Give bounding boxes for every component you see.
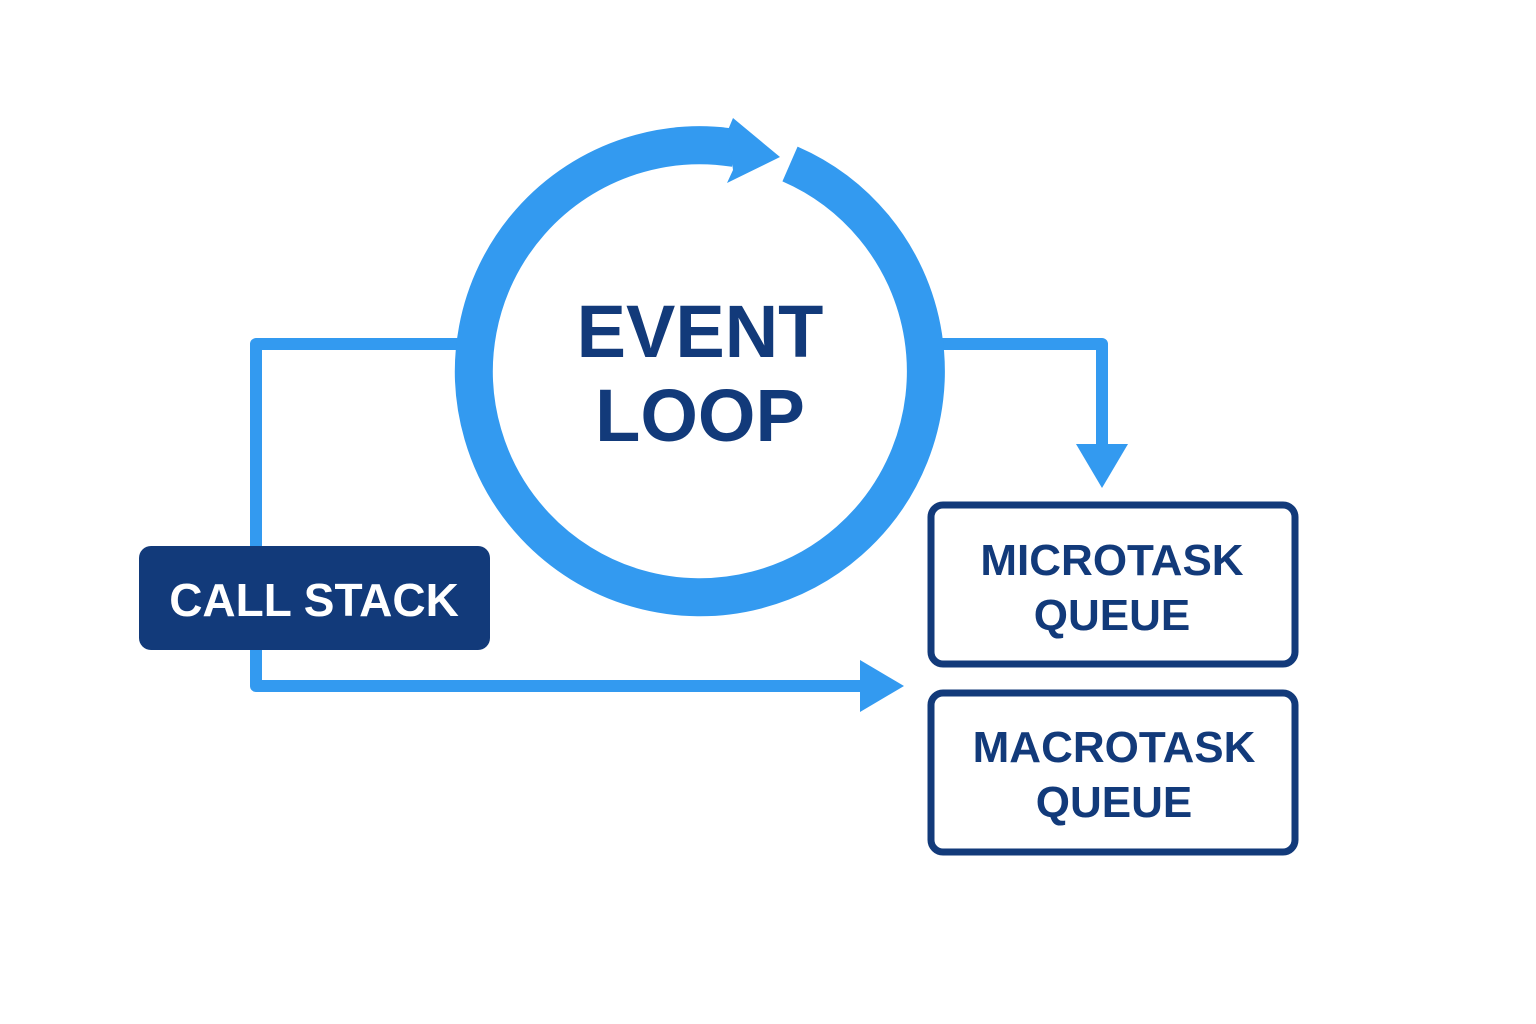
microtask-queue-label-line2: QUEUE [1034, 591, 1190, 640]
microtask-queue-label-line1: MICROTASK [980, 536, 1243, 585]
event-loop-label-line1: EVENT [577, 290, 824, 373]
microtask-queue-node: MICROTASK QUEUE [927, 501, 1299, 668]
arrow-head-right-icon [860, 660, 904, 712]
microtask-queue-box [927, 501, 1299, 668]
loop-arrow-head-icon [727, 118, 780, 183]
macrotask-queue-box [927, 689, 1299, 856]
arrow-head-down-icon [1076, 444, 1128, 488]
call-stack-label: CALL STACK [169, 574, 459, 626]
connector-loop-to-microtask [935, 338, 1108, 450]
connector-loop-to-callstack-to-macrotask [250, 338, 868, 692]
call-stack-node: CALL STACK [139, 546, 490, 650]
macrotask-queue-label-line2: QUEUE [1036, 778, 1192, 827]
event-loop-ring [454, 118, 945, 617]
macrotask-queue-label-line1: MACROTASK [973, 723, 1256, 772]
event-loop-label-line2: LOOP [595, 374, 805, 457]
call-stack-box [139, 546, 490, 650]
loop-ring-arc [454, 126, 945, 617]
macrotask-queue-node: MACROTASK QUEUE [927, 689, 1299, 856]
